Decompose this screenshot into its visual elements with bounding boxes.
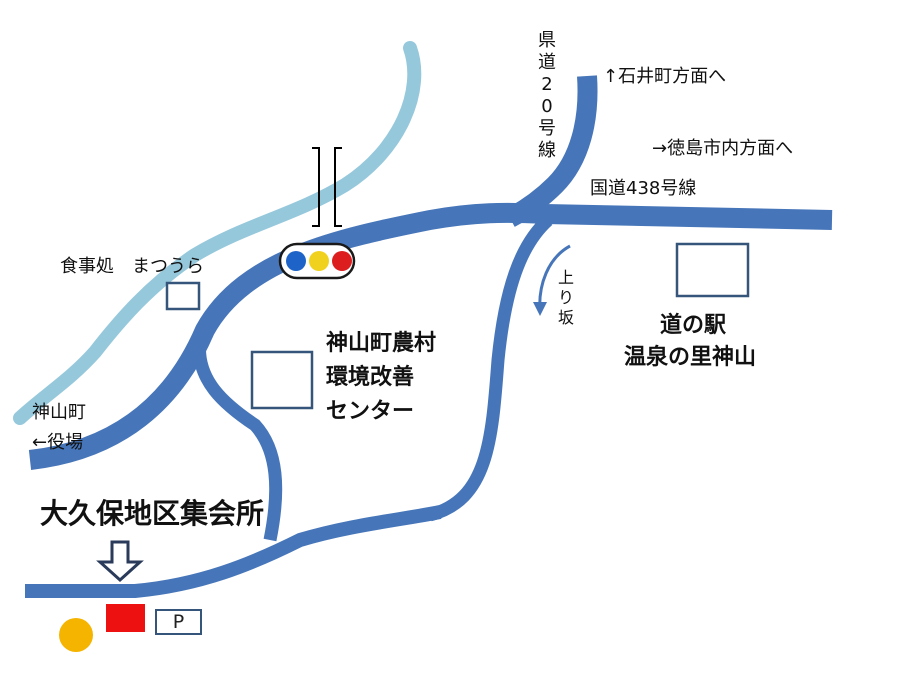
national-road-label: 国道438号線 (590, 178, 697, 199)
local-road (25, 505, 442, 598)
center-label-line2: 環境改善 (326, 365, 415, 390)
orange-dot (59, 618, 93, 652)
uphill-arrowhead-icon (533, 302, 547, 316)
down-arrow-icon (96, 540, 144, 583)
uphill-road (428, 215, 553, 522)
community-center-building (250, 350, 314, 410)
destination-label: 大久保地区集会所 (40, 497, 265, 530)
destination-marker (106, 604, 145, 632)
prefectural-road-20 (505, 75, 598, 227)
center-label-line1: 神山町農村 (326, 331, 437, 356)
town-office-label-line1: 神山町 (32, 402, 86, 423)
michinoeki-label-line2: 温泉の里神山 (624, 345, 757, 370)
river (13, 41, 422, 425)
tokushima-direction-label: →徳島市内方面へ (652, 138, 794, 159)
village-road (192, 339, 283, 542)
restaurant-label: 食事処 まつうら (60, 256, 204, 277)
michinoeki-building (675, 242, 750, 298)
uphill-label: 上り坂 (557, 268, 574, 327)
bridge-icon (312, 147, 342, 227)
prefectural-road-label: 県道20号線 (538, 30, 556, 161)
town-office-label-line2: ←役場 (32, 432, 84, 453)
parking-label: P (172, 611, 185, 633)
parking-sign (155, 609, 202, 635)
traffic-light-icon (278, 242, 356, 280)
restaurant-building (165, 281, 201, 311)
national-road-438 (28, 202, 833, 470)
ishii-direction-label: ↑石井町方面へ (603, 66, 727, 87)
michinoeki-label-line1: 道の駅 (660, 313, 727, 338)
center-label-line3: センター (326, 399, 415, 424)
